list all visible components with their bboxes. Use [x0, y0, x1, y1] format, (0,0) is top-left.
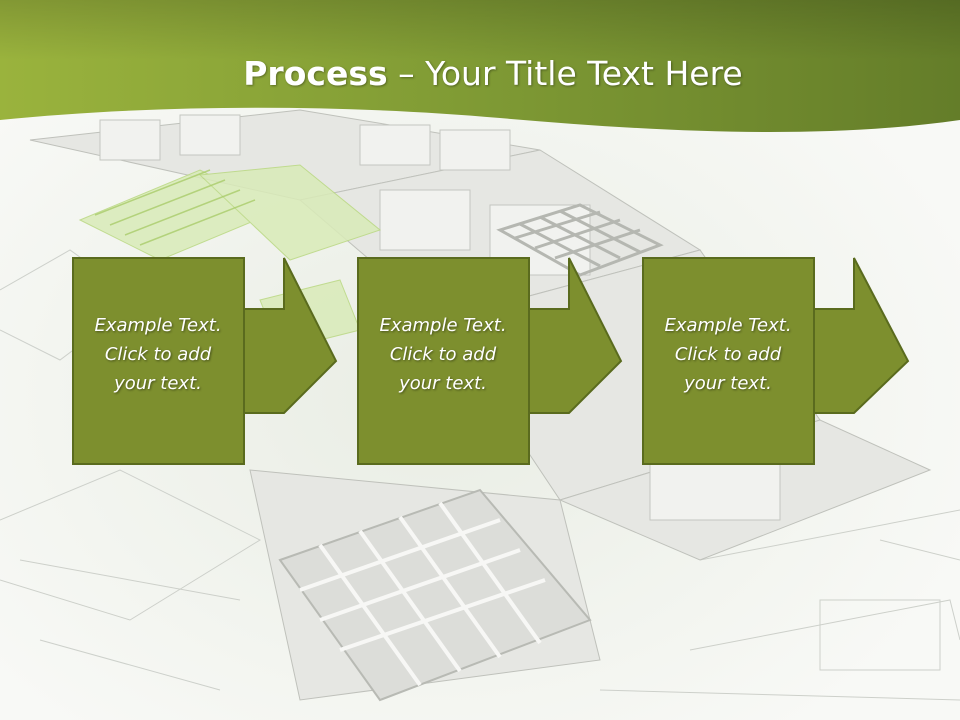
step-text-line: Example Text.: [379, 315, 507, 336]
step-text-line: your text.: [399, 373, 487, 394]
step-text-line: your text.: [114, 373, 202, 394]
step-text[interactable]: Example Text. Click to add your text.: [650, 311, 806, 398]
step-text-line: Example Text.: [664, 315, 792, 336]
step-text-line: Click to add: [389, 344, 497, 365]
process-step-3[interactable]: Example Text. Click to add your text.: [642, 257, 912, 467]
step-arrow-shape: [642, 257, 910, 465]
step-text-line: Click to add: [674, 344, 782, 365]
step-text-line: Click to add: [104, 344, 212, 365]
step-arrow-shape: [357, 257, 623, 465]
slide-title[interactable]: Process – Your Title Text Here: [0, 52, 960, 96]
step-text-line: your text.: [684, 373, 772, 394]
step-text[interactable]: Example Text. Click to add your text.: [365, 311, 521, 398]
step-arrow-shape: [72, 257, 338, 465]
process-step-1[interactable]: Example Text. Click to add your text.: [72, 257, 342, 467]
title-bold-word: Process: [243, 54, 388, 93]
step-text[interactable]: Example Text. Click to add your text.: [80, 311, 236, 398]
title-rest: – Your Title Text Here: [387, 54, 743, 93]
process-step-2[interactable]: Example Text. Click to add your text.: [357, 257, 627, 467]
step-text-line: Example Text.: [94, 315, 222, 336]
